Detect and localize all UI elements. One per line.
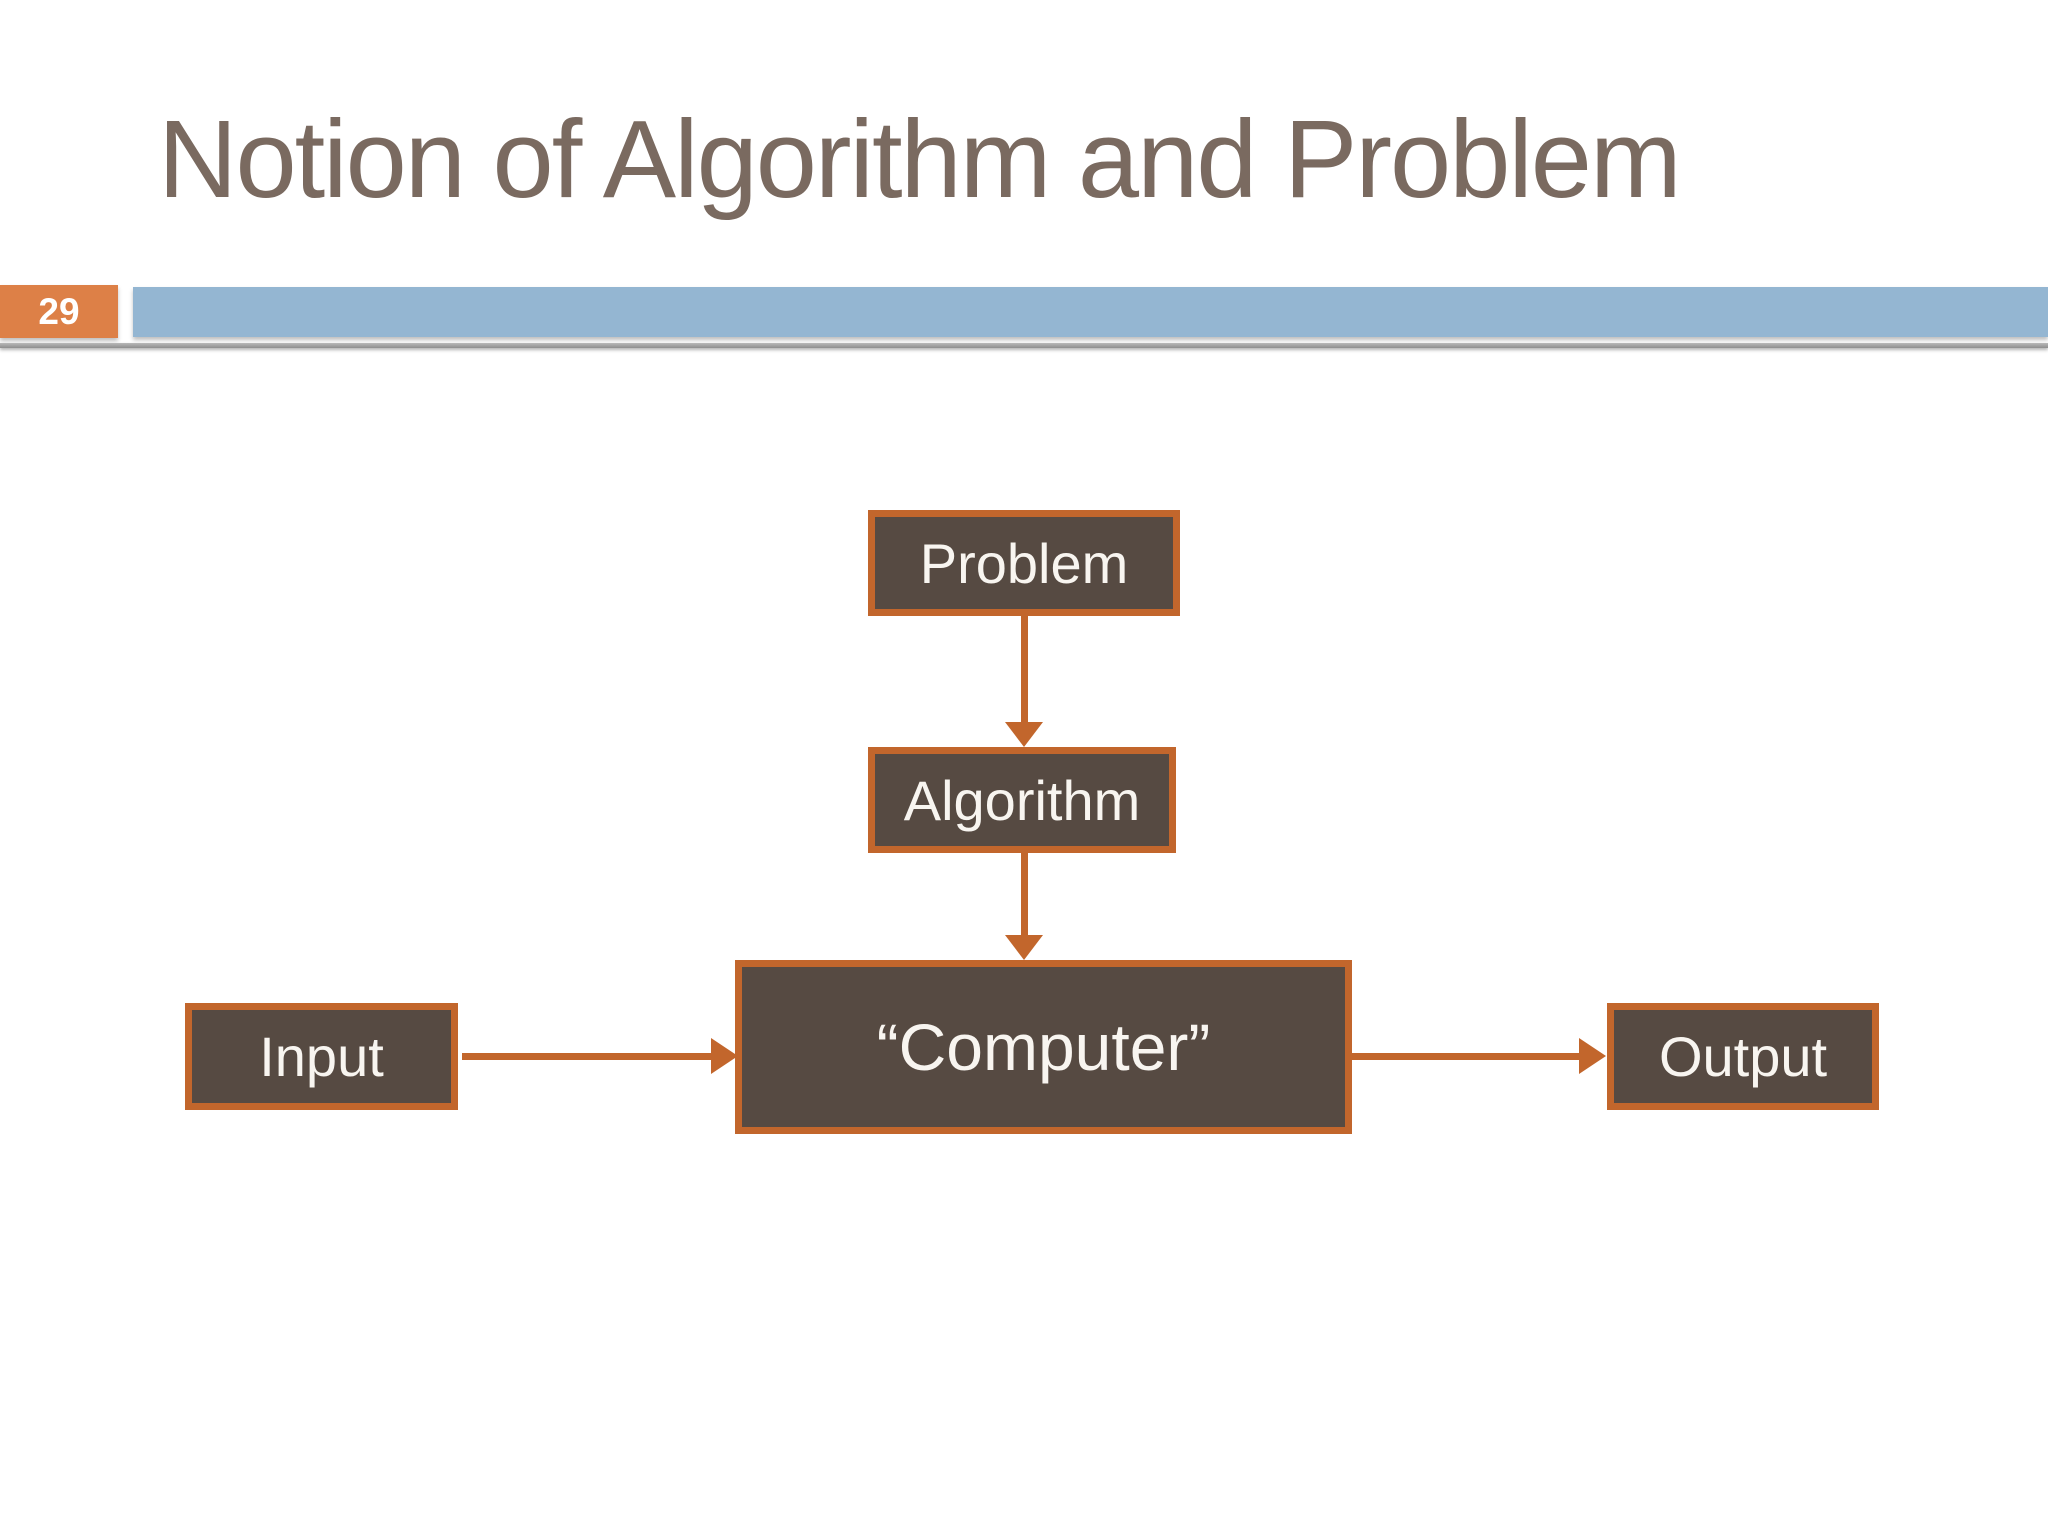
node-output: Output	[1607, 1003, 1879, 1110]
node-problem-label: Problem	[919, 531, 1129, 595]
page-number-badge: 29	[0, 285, 118, 338]
arrow-line	[1021, 853, 1028, 936]
node-problem: Problem	[868, 510, 1180, 616]
node-output-label: Output	[1658, 1025, 1828, 1088]
header-bar	[133, 287, 2048, 337]
arrow-head-right-icon	[1579, 1038, 1606, 1074]
arrow-head-right-icon	[711, 1038, 738, 1074]
slide-title: Notion of Algorithm and Problem	[158, 98, 1682, 221]
node-input-label: Input	[259, 1025, 384, 1088]
header-shadow-line	[0, 343, 2048, 348]
node-computer: “Computer”	[735, 960, 1352, 1134]
node-computer-label: “Computer”	[876, 1010, 1211, 1084]
arrow-line	[1021, 616, 1028, 722]
arrow-line	[462, 1053, 712, 1060]
node-algorithm: Algorithm	[868, 747, 1176, 853]
page-number: 29	[38, 290, 80, 332]
arrow-head-down-icon	[1005, 935, 1043, 960]
arrow-head-down-icon	[1005, 722, 1043, 747]
node-input: Input	[185, 1003, 458, 1110]
node-algorithm-label: Algorithm	[903, 768, 1141, 832]
arrow-line	[1352, 1053, 1580, 1060]
